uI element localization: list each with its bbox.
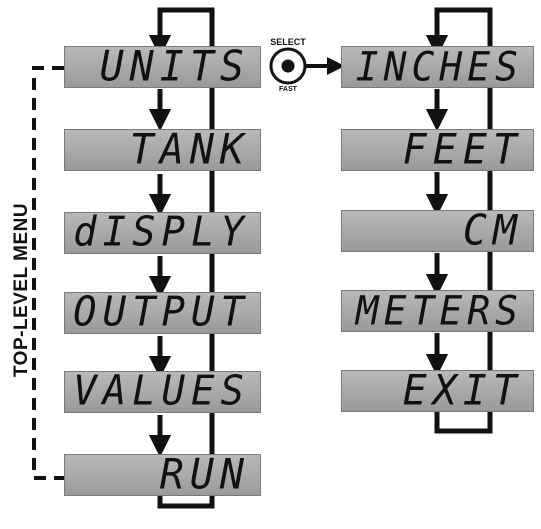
top-level-bracket — [32, 66, 64, 480]
lcd-tank[interactable]: TANK — [64, 129, 261, 171]
lcd-meters-text: METERS — [355, 287, 523, 335]
lcd-values-text: VALUES — [73, 367, 250, 416]
lcd-feet[interactable]: FEET — [341, 129, 534, 171]
lcd-feet-text: FEET — [402, 125, 523, 175]
select-label: SELECT — [270, 37, 306, 47]
fast-label: FAST — [279, 86, 297, 93]
lcd-cm[interactable]: CM — [341, 210, 534, 252]
lcd-cm-text: CM — [462, 206, 523, 256]
lcd-units[interactable]: UNITS — [64, 46, 261, 88]
lcd-output[interactable]: OUTPUT — [64, 288, 261, 337]
select-button-inner — [281, 59, 295, 73]
select-button[interactable] — [270, 48, 306, 84]
lcd-tank-text: TANK — [129, 125, 250, 175]
lcd-values[interactable]: VALUES — [64, 367, 261, 416]
lcd-meters[interactable]: METERS — [341, 290, 534, 332]
lcd-run[interactable]: RUN — [64, 454, 261, 496]
lcd-output-text: OUTPUT — [73, 288, 250, 337]
lcd-exit-text: EXIT — [402, 366, 523, 416]
lcd-units-text: UNITS — [99, 42, 250, 92]
lcd-display[interactable]: dISPLY — [64, 208, 261, 257]
top-level-menu-label: TOP-LEVEL MENU — [11, 202, 32, 378]
lcd-inches[interactable]: INCHES — [341, 46, 534, 88]
lcd-inches-text: INCHES — [355, 43, 523, 91]
lcd-run-text: RUN — [159, 450, 250, 500]
lcd-exit[interactable]: EXIT — [341, 370, 534, 412]
lcd-display-text: dISPLY — [73, 208, 250, 257]
